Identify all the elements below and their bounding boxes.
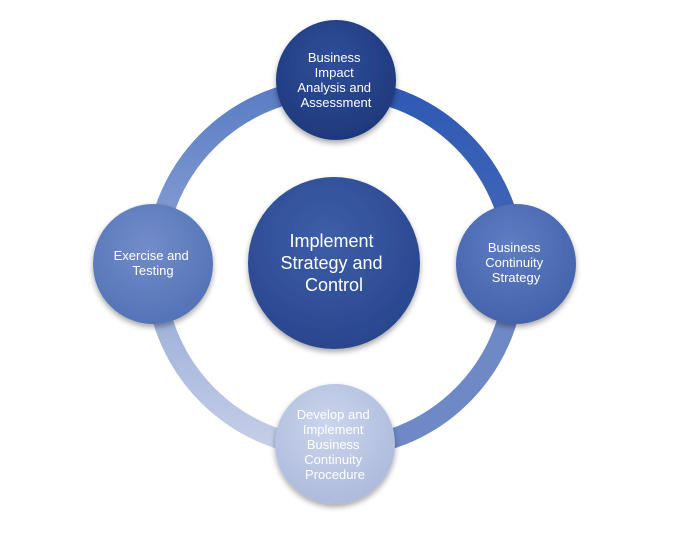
center-node-label: Implement Strategy and Control bbox=[280, 231, 387, 295]
node-line: Business bbox=[488, 240, 541, 255]
node-business-continuity-strategy: Business Continuity Strategy bbox=[456, 204, 576, 324]
node-line: Exercise and bbox=[114, 248, 189, 263]
node-line: Analysis and bbox=[297, 80, 371, 95]
node-line: Business bbox=[308, 50, 361, 65]
center-node: Implement Strategy and Control bbox=[248, 177, 420, 349]
node-business-impact-analysis: Business Impact Analysis and Assessment bbox=[276, 20, 396, 140]
node-line: Testing bbox=[132, 263, 173, 278]
node-label: Business Impact Analysis and Assessment bbox=[297, 50, 374, 110]
node-line: Procedure bbox=[305, 467, 365, 482]
center-line: Control bbox=[305, 275, 363, 295]
node-line: Continuity bbox=[304, 452, 362, 467]
node-label: Develop and Implement Business Continuit… bbox=[297, 407, 374, 482]
node-line: Continuity bbox=[485, 255, 543, 270]
node-line: Strategy bbox=[492, 270, 541, 285]
node-develop-continuity-procedure: Develop and Implement Business Continuit… bbox=[275, 384, 395, 504]
center-line: Strategy and bbox=[280, 253, 382, 273]
node-line: Impact bbox=[315, 65, 354, 80]
node-exercise-and-testing: Exercise and Testing bbox=[93, 204, 213, 324]
node-line: Assessment bbox=[301, 95, 372, 110]
node-line: Implement bbox=[303, 422, 364, 437]
node-label: Exercise and Testing bbox=[114, 248, 193, 278]
node-line: Business bbox=[307, 437, 360, 452]
node-label: Business Continuity Strategy bbox=[485, 240, 546, 285]
node-line: Develop and bbox=[297, 407, 370, 422]
center-line: Implement bbox=[289, 231, 373, 251]
